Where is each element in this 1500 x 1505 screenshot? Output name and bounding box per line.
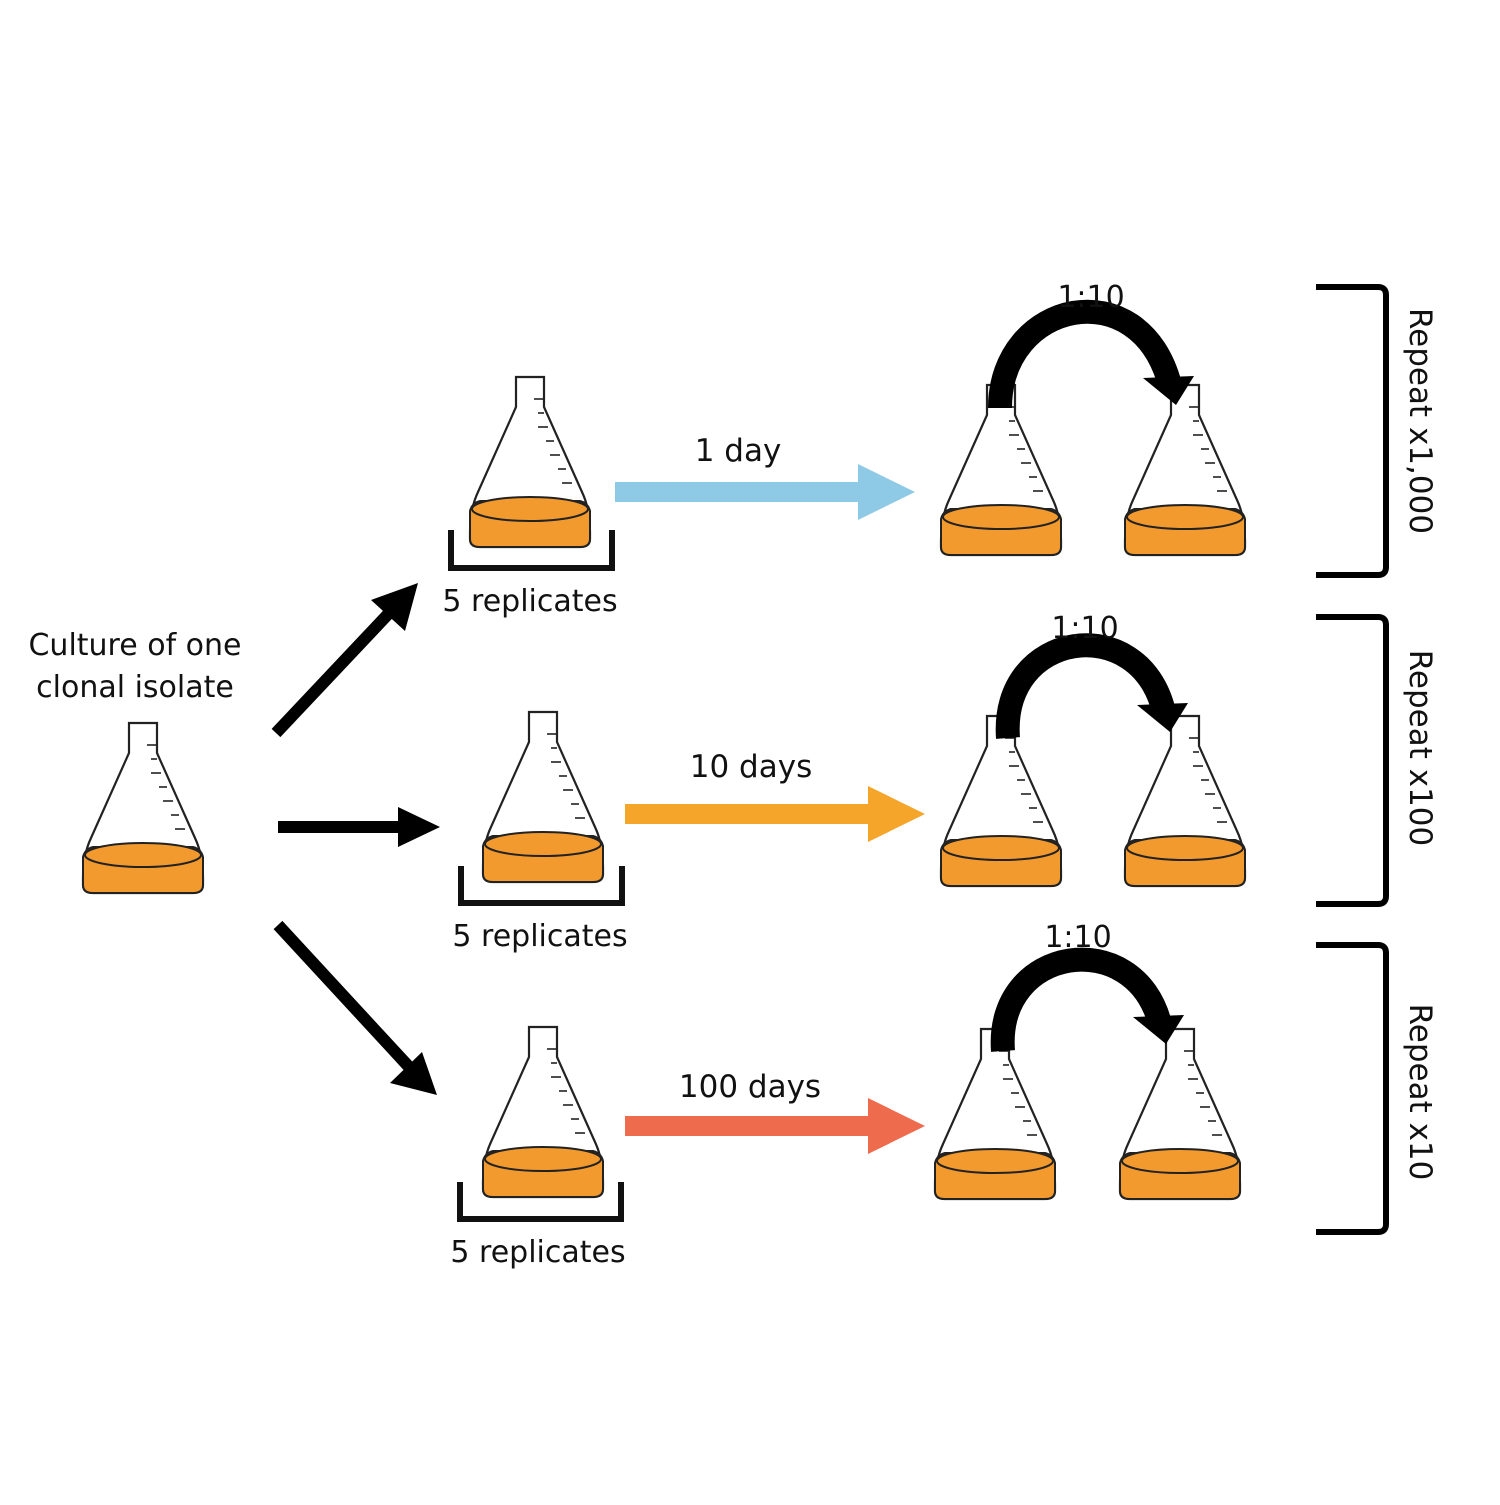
duration-arrow [615,464,915,520]
replicates-bracket [448,530,615,571]
repeat-label: Repeat x1,000 [1402,308,1438,534]
duration-label: 1 day [695,433,782,469]
duration-arrow [625,786,925,842]
repeat-label: Repeat x10 [1402,1004,1438,1181]
transfer-arrow [995,633,1176,739]
transfer-arrow [990,947,1172,1052]
duration-label: 10 days [690,749,812,785]
replicates-bracket [458,866,625,906]
replicate-flask-icon [468,375,592,549]
source-flask-icon [81,721,205,895]
source-label-line1: Culture of one [28,628,241,663]
duration-label: 100 days [679,1069,821,1105]
transfer-arrowhead [1143,376,1194,405]
duration-arrow [625,1098,925,1154]
dilution-ratio: 1:10 [1057,280,1124,315]
repeat-label: Repeat x100 [1402,650,1438,847]
replicate-flask-icon [481,1025,605,1199]
dilution-ratio: 1:10 [1044,920,1111,955]
branch-arrow-middle [278,807,440,847]
replicates-label: 5 replicates [452,919,627,954]
transfer-target-flask-icon [1123,383,1247,557]
branch-arrow-up [271,583,418,738]
row-2: 5 replicates 10 days 1:10 Repeat x100 [452,611,1438,954]
transfer-source-flask-icon [939,383,1063,557]
row-3: 5 replicates 100 days 1:10 Repeat x10 [450,920,1438,1270]
branch-arrow-down [273,920,437,1095]
row-1: 5 replicates 1 day 1:10 Repeat x1,000 [442,280,1438,619]
repeat-bracket [1316,614,1389,907]
repeat-bracket [1316,284,1389,578]
transfer-arrow [988,299,1182,409]
replicate-flask-icon [481,710,605,884]
transfer-arrowhead [1137,703,1188,732]
transfer-target-flask-icon [1123,714,1247,888]
transfer-arrowhead [1133,1015,1184,1044]
transfer-source-flask-icon [933,1027,1057,1201]
source-label-line2: clonal isolate [36,670,234,705]
replicates-label: 5 replicates [450,1235,625,1270]
transfer-source-flask-icon [939,714,1063,888]
replicates-label: 5 replicates [442,584,617,619]
dilution-ratio: 1:10 [1051,611,1118,646]
replicates-bracket [457,1182,624,1222]
transfer-target-flask-icon [1118,1027,1242,1201]
repeat-bracket [1316,942,1389,1235]
